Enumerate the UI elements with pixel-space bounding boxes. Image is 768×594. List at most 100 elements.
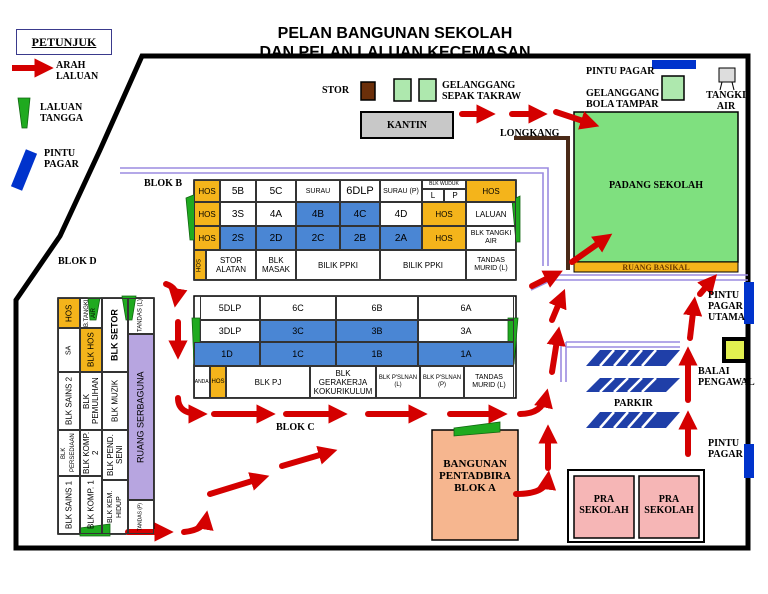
- title-line-1: PELAN BANGUNAN SEKOLAH: [277, 25, 513, 42]
- legend-stairs-icon: [17, 97, 31, 129]
- legend-route-label: ARAH LALUAN: [56, 60, 99, 82]
- school-boundary: [13, 53, 751, 551]
- blok-b-cell: BLK MASAK: [256, 250, 296, 280]
- sepak-court-2: [418, 78, 437, 102]
- blok-c-cell: BLK P'SLNAN (P): [420, 366, 464, 398]
- blok-d-cell: BLK SETOR: [102, 298, 128, 372]
- blok-b-cell: 2C: [296, 226, 340, 250]
- blok-b-cell: P: [444, 189, 466, 202]
- longkang-drain: [514, 136, 570, 270]
- blok-b-cell: BLK TANGKI AIR: [466, 226, 516, 250]
- blok-b-cell: 2A: [380, 226, 422, 250]
- blok-c-cell: 6C: [260, 296, 336, 320]
- pentadbiran-label: BANGUNAN PENTADBIRA BLOK A: [439, 458, 511, 494]
- blok-c-cell: 1A: [418, 342, 514, 366]
- blok-b-cell: SURAU: [296, 180, 340, 202]
- blok-c-cell: 3B: [336, 320, 418, 342]
- blok-b-cell: HOS: [422, 226, 466, 250]
- blok-d-cell: TANDAS (L): [128, 298, 154, 334]
- legend-gate-icon: [10, 149, 38, 191]
- blok-d-cell: BLK PERSEDIAAN: [58, 430, 80, 476]
- title-line-2: DAN PELAN LALUAN KECEMASAN: [259, 44, 531, 61]
- blok-b-cell: LALUAN: [466, 202, 516, 226]
- blok-c-cell: BLK GERAKERJA KOKURIKULUM: [310, 366, 376, 398]
- blok-b-cell: 3S: [220, 202, 256, 226]
- pintu-pagar-top-label: PINTU PAGAR: [586, 66, 655, 77]
- blok-d-cell: HOS: [58, 298, 80, 328]
- blok-b-cell: HOS: [466, 180, 516, 202]
- blok-c-cell: 3C: [260, 320, 336, 342]
- prasekolah-2-label: PRA SEKOLAH: [644, 494, 694, 516]
- blok-b-cell: 2D: [256, 226, 296, 250]
- gelanggang-sepak-label: GELANGGANG SEPAK TAKRAW: [442, 80, 522, 102]
- blok-d-cell: BLK KOMP. 1: [80, 476, 102, 534]
- blok-b-cell: HOS: [194, 202, 220, 226]
- blok-d-cell: BLK KOMP. 2: [80, 430, 102, 476]
- blok-c-label: BLOK C: [276, 422, 315, 433]
- padang-label: PADANG SEKOLAH: [609, 180, 703, 191]
- gate-top: [652, 60, 696, 69]
- blok-b-cell: STOR ALATAN: [206, 250, 256, 280]
- bola-tampar-court: [661, 75, 685, 101]
- tangki-air-icon: [718, 67, 736, 91]
- blok-d-cell: BLK KEM. HIDUP: [102, 480, 128, 534]
- blok-b-cell: L: [422, 189, 444, 202]
- blok-d-cell: BLK HOS: [80, 328, 102, 372]
- blok-b-cell: BLK WUDUK: [422, 180, 466, 189]
- kantin-building: [360, 111, 454, 139]
- blok-c-cell: 6A: [418, 296, 514, 320]
- blok-c-cell: 5DLP: [200, 296, 260, 320]
- ruang-basikal: [573, 261, 739, 273]
- blok-b-cell: 4B: [296, 202, 340, 226]
- blok-b-cell: BILIK PPKI: [296, 250, 380, 280]
- blok-b-cell: HOS: [194, 180, 220, 202]
- blok-d-cell: BLK PEMULIHAN: [80, 372, 102, 430]
- blok-b-cell: SURAU (P): [380, 180, 422, 202]
- pintu-pagar-right-label: PINTU PAGAR: [708, 438, 743, 460]
- tangki-air-label: TANGKI AIR: [706, 90, 746, 112]
- blok-d-cell: BLK PEND. SENI: [102, 430, 128, 480]
- blok-b-cell: 2S: [220, 226, 256, 250]
- blok-d-cell: SA: [58, 328, 80, 372]
- blok-b-label: BLOK B: [144, 178, 183, 189]
- blok-d-cell: B.TANGKI AIR: [80, 298, 102, 328]
- blok-b-cell: 4C: [340, 202, 380, 226]
- blok-b-cell: 6DLP: [340, 180, 380, 202]
- stor-box: [360, 81, 376, 101]
- map-title: PELAN BANGUNAN SEKOLAH DAN PELAN LALUAN …: [230, 24, 560, 62]
- pintu-pagar-utama-label: PINTU PAGAR UTAMA: [708, 290, 746, 323]
- prasekolah-1: [573, 475, 635, 539]
- stor-label: STOR: [322, 85, 350, 96]
- blok-b-cell: 4A: [256, 202, 296, 226]
- route-arrows: [125, 104, 717, 542]
- blok-d-label: BLOK D: [58, 256, 97, 267]
- blok-d-cell: BLK SAINS 1: [58, 476, 80, 534]
- blok-d-cell: BLK MUZIK: [102, 372, 128, 430]
- blok-c-cell: TANDAS MURID (L): [464, 366, 514, 398]
- gelanggang-bola-label: GELANGGANG BOLA TAMPAR: [586, 88, 660, 110]
- blok-b-cell: 5B: [220, 180, 256, 202]
- gate-right: [744, 444, 754, 478]
- blok-b-cell: 4D: [380, 202, 422, 226]
- blok-b-cell: HOS: [194, 226, 220, 250]
- blok-c-cell: 3A: [418, 320, 514, 342]
- legend-stairs-label: LALUAN TANGGA: [40, 102, 84, 124]
- gate-utama: [744, 282, 754, 324]
- blok-c-cell: 3DLP: [200, 320, 260, 342]
- blok-c-cell: 1C: [260, 342, 336, 366]
- legend-gate-label: PINTU PAGAR: [44, 148, 79, 170]
- kantin-label: KANTIN: [386, 120, 427, 131]
- padang-sekolah: [573, 111, 739, 263]
- blok-d-cell: BLK SAINS 2: [58, 372, 80, 430]
- blok-d-cell: TANDAS (P): [128, 500, 154, 534]
- balai-pengawal-label: BALAI PENGAWAL: [698, 366, 755, 388]
- legend-heading: PETUNJUK: [16, 29, 112, 55]
- blok-c-cell: 6B: [336, 296, 418, 320]
- parkir-label: PARKIR: [614, 398, 653, 409]
- blok-c-cell: HOS: [210, 366, 226, 398]
- blok-c-cell: BLK P'SLNAN (L): [376, 366, 420, 398]
- sepak-court-1: [393, 78, 412, 102]
- longkang-label: LONGKANG: [500, 128, 560, 139]
- blok-b-cell: HOS: [194, 250, 206, 280]
- blok-b-cell: 5C: [256, 180, 296, 202]
